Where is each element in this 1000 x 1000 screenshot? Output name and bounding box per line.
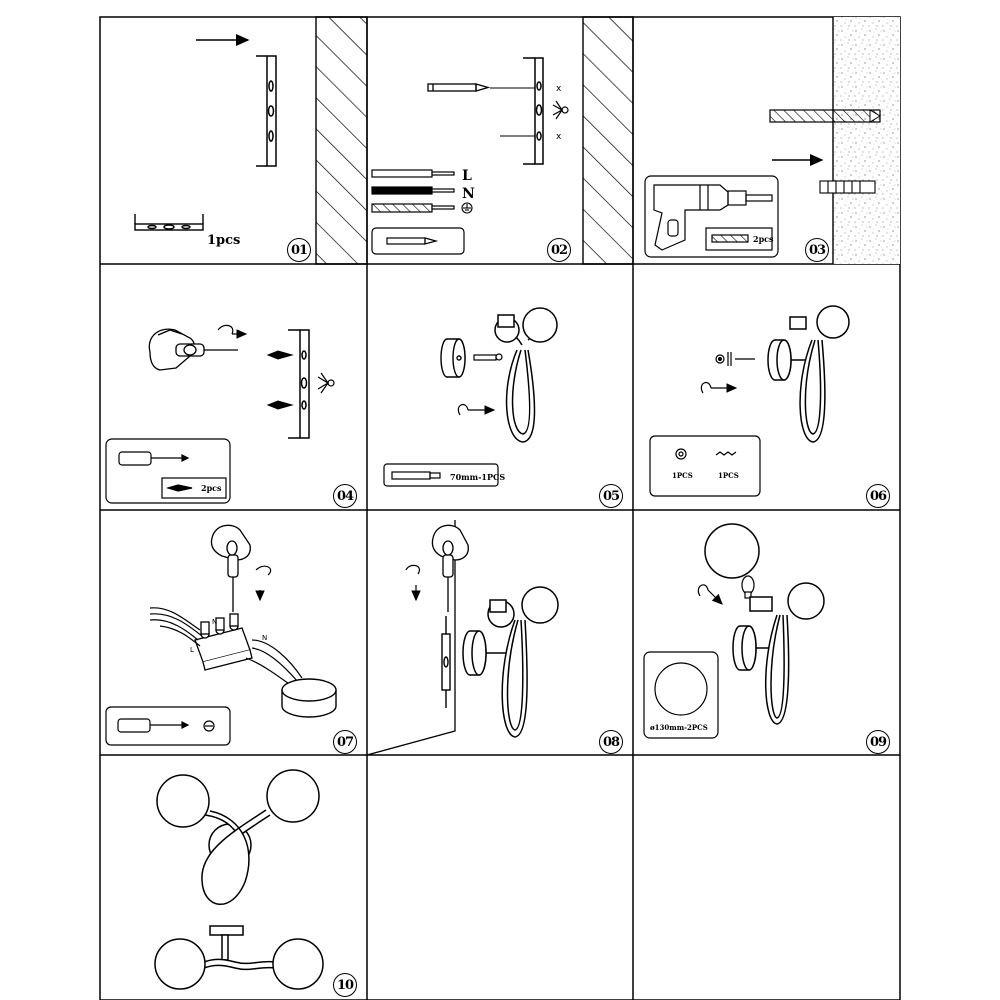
step-07-panel: L N N [105, 524, 337, 746]
step-10-panel [154, 769, 324, 990]
nut-qty: 1PCS [672, 471, 693, 480]
screw-qty: 2pcs [201, 483, 222, 493]
threaded-rod-icon [473, 353, 503, 361]
drill-bit-icon [769, 109, 881, 123]
pencil-icon [427, 83, 491, 92]
glass-globe-icon [704, 523, 760, 579]
wire-label-l: L [462, 168, 472, 184]
canopy-icon [440, 338, 466, 378]
canopy-icon [281, 678, 337, 718]
step-09-panel: ø130mm-2PCS [643, 523, 825, 739]
wire-mark-n: N [262, 634, 267, 642]
hardware-box [649, 435, 761, 497]
finished-lamp-front-icon [156, 769, 320, 905]
mark-x-icon: x [556, 84, 562, 94]
wire-mark-n: N [212, 618, 217, 626]
step-number-01: 01 [287, 238, 311, 262]
step-01-panel: 1pcs [134, 16, 368, 265]
ground-screw-icon [203, 720, 215, 732]
hand-screwdriver-icon [148, 328, 238, 371]
step-02-panel: x x L N [371, 16, 634, 265]
wall-anchor-icon [819, 180, 876, 194]
step-number-05: 05 [599, 484, 623, 508]
step-08-panel [366, 520, 559, 756]
wood-screw-icon [266, 350, 294, 410]
step-04-panel: 2pcs [105, 324, 335, 504]
anchor-qty: 2pcs [753, 234, 774, 244]
light-bulb-icon [741, 575, 755, 599]
terminal-block-icon [194, 613, 253, 671]
hand-screwdriver-icon [210, 524, 251, 612]
power-drill-icon [653, 184, 773, 251]
wall-lamp-icon [767, 305, 850, 443]
mounting-bracket-icon [256, 55, 277, 167]
screwdriver-box [105, 706, 231, 746]
hand-screwdriver-icon [431, 524, 469, 612]
mounting-bracket-icon [441, 616, 451, 708]
mark-x-icon: x [556, 132, 562, 142]
step-number-07: 07 [333, 730, 357, 754]
screwdriver-box [105, 438, 231, 504]
bracket-flat-icon [134, 214, 204, 231]
drill-box [644, 175, 779, 258]
step-06-panel: 1PCS 1PCS [649, 305, 850, 497]
wires-icon [371, 169, 455, 213]
rod-box [383, 463, 499, 487]
wire-mark-l: L [190, 646, 194, 654]
step-03-panel: 2pcs [644, 17, 900, 264]
mounting-bracket-icon [523, 57, 544, 165]
nut-washer-icon [715, 352, 755, 366]
finished-lamp-top-icon [154, 925, 324, 990]
step-number-10: 10 [333, 973, 357, 997]
rod-qty: 70mm-1PCS [450, 472, 505, 482]
ground-icon [461, 202, 473, 214]
step-05-panel: 70mm-1PCS [383, 307, 558, 487]
screwdriver-icon [118, 451, 190, 466]
step-01-qty: 1pcs [207, 233, 240, 248]
step-number-04: 04 [333, 484, 357, 508]
wire-label-n: N [462, 186, 475, 202]
step-number-08: 08 [599, 730, 623, 754]
wall-lamp-icon [462, 586, 559, 738]
step-number-03: 03 [805, 238, 829, 262]
washer-qty: 1PCS [718, 471, 739, 480]
wire-nut-icon [552, 100, 569, 120]
globe-box [643, 651, 719, 739]
pencil-tool-box [371, 227, 465, 255]
step-number-02: 02 [547, 238, 571, 262]
globe-qty: ø130mm-2PCS [650, 723, 708, 732]
wire-nut-icon [317, 372, 335, 394]
wall-lamp-icon [494, 307, 558, 443]
step-number-09: 09 [866, 730, 890, 754]
mounting-bracket-icon [288, 329, 310, 439]
step-number-06: 06 [866, 484, 890, 508]
wall-lamp-icon [732, 582, 825, 725]
